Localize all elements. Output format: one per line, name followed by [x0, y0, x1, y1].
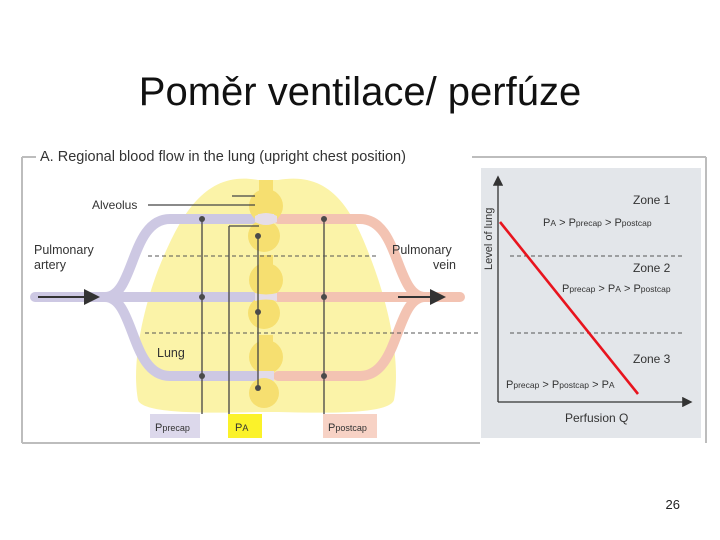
perfusion-gradient-line — [498, 221, 640, 395]
zone-2-name: Zone 2 — [633, 261, 671, 275]
zone-3-relation: Pprecap > Ppostcap > PA — [506, 379, 615, 391]
label-lung: Lung — [157, 346, 185, 360]
svg-text:PA: PA — [235, 422, 248, 434]
zones-x-axis-label: Perfusion Q — [565, 411, 628, 425]
alveolus-top — [248, 180, 283, 252]
pressure-box-precap: Pprecap — [150, 414, 200, 438]
zone-boundary-lines — [145, 255, 478, 334]
figure-frame — [21, 156, 707, 444]
label-pulmonary-artery-1: Pulmonary — [34, 243, 94, 257]
pressure-box-alveolar: PA — [228, 414, 262, 438]
zone-2-relation: Pprecap > PA > Ppostcap — [562, 283, 671, 295]
zones-chart-panel — [481, 168, 701, 438]
label-pulmonary-vein-2: vein — [433, 258, 456, 272]
svg-text:Ppostcap: Ppostcap — [328, 422, 367, 434]
pressure-box-postcap: Ppostcap — [323, 414, 377, 438]
figure-caption: A. Regional blood flow in the lung (upri… — [40, 149, 406, 165]
zone-1-name: Zone 1 — [633, 193, 671, 207]
slide-title: Poměr ventilace/ perfúze — [138, 70, 582, 114]
zone-3-name: Zone 3 — [633, 352, 671, 366]
pressure-lines — [148, 195, 325, 414]
svg-text:Pprecap: Pprecap — [155, 422, 190, 434]
zone-1-relation: PA > Pprecap > Ppostcap — [543, 217, 652, 229]
label-pulmonary-artery-2: artery — [34, 258, 67, 272]
zones-y-axis-label: Level of lung — [483, 208, 495, 270]
page-number: 26 — [665, 497, 680, 512]
zones-chart: Level of lung Perfusion Q Zone 1 PA > Pp… — [481, 168, 701, 438]
label-pulmonary-vein-1: Pulmonary — [392, 243, 452, 257]
pressure-dots — [199, 216, 327, 391]
label-alveolus: Alveolus — [92, 198, 137, 212]
alveoli — [248, 180, 283, 408]
